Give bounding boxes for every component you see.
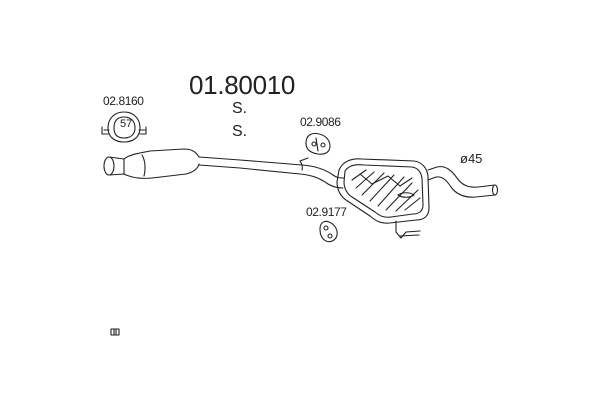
hanger-bottom-part-code: 02.9177 <box>306 205 347 219</box>
clamp-part-code: 02.8160 <box>103 94 144 108</box>
pipe-diameter-label: ø45 <box>460 151 483 166</box>
exhaust-pipe-icon <box>103 148 345 189</box>
note-s-2: S. <box>232 123 248 140</box>
clamp-size-label: 57 <box>120 118 133 130</box>
note-s-1: S. <box>232 100 248 117</box>
part-number: 01.80010 <box>189 70 296 100</box>
rubber-hanger-icon <box>305 132 331 155</box>
rear-muffler-icon <box>336 158 499 239</box>
small-box-symbol-icon <box>110 328 120 336</box>
clamp-icon <box>101 111 147 143</box>
rubber-mount-icon <box>319 220 338 243</box>
hanger-top-part-code: 02.9086 <box>300 115 341 129</box>
